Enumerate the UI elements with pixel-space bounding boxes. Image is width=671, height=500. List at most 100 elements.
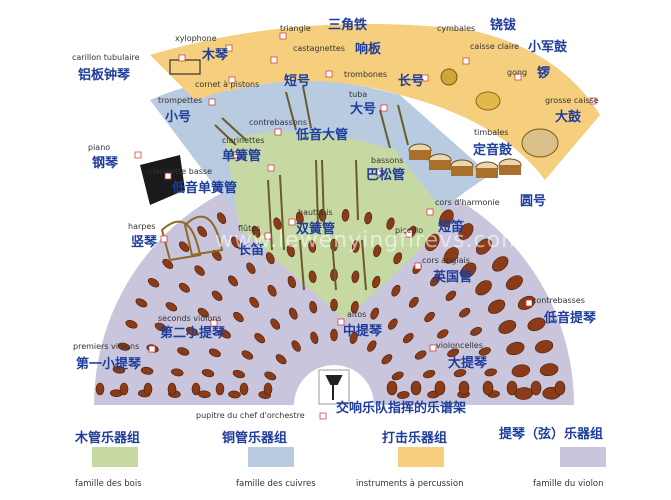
- legend-woodwinds-zh: 木管乐器组: [75, 431, 141, 446]
- harp-icon: [160, 220, 202, 262]
- label-piccolo-fr: piccolo: [395, 226, 424, 235]
- wind-instrument-icon: [302, 85, 312, 129]
- gong-icon: [475, 91, 501, 111]
- pointer-marker: [279, 32, 287, 40]
- pointer-marker: [414, 262, 422, 270]
- timpani-icon: [476, 168, 498, 178]
- label-contrebassons-fr: contrebassons: [249, 118, 307, 127]
- string-instrument-icon: [470, 326, 482, 336]
- string-instrument-icon: [511, 364, 531, 378]
- string-instrument-icon: [460, 262, 477, 279]
- conductor-stand: [325, 375, 343, 400]
- legend-woodwinds-swatch: [92, 447, 138, 467]
- string-instrument-icon: [211, 290, 223, 301]
- label-timbales-fr: timbales: [474, 128, 509, 137]
- timpani-icon: [429, 160, 451, 170]
- label-bassons-zh: 巴松管: [366, 168, 406, 183]
- string-instrument-icon: [219, 329, 231, 339]
- string-instrument-icon: [273, 217, 282, 230]
- string-instrument-icon: [186, 326, 198, 336]
- string-instrument-icon: [228, 390, 241, 399]
- string-instrument-icon: [476, 238, 492, 255]
- label-pupitre-fr: pupitre du chef d'orchestre: [196, 411, 305, 420]
- label-piano-zh: 钢琴: [92, 156, 119, 171]
- pointer-marker: [270, 56, 278, 64]
- string-instrument-icon: [246, 262, 256, 275]
- string-instrument-icon: [191, 382, 201, 396]
- string-instrument-icon: [458, 223, 474, 240]
- label-seconds-violons-fr: seconds violons: [158, 314, 222, 323]
- string-instrument-icon: [239, 382, 249, 396]
- piano-icon: [140, 155, 185, 205]
- legend-brass-zh: 铜管乐器组: [222, 431, 288, 446]
- wind-instrument-icon: [331, 239, 337, 291]
- label-cymbales-zh: 铙钹: [490, 18, 517, 33]
- string-instrument-icon: [287, 275, 296, 289]
- string-instrument-icon: [270, 318, 281, 330]
- string-instrument-icon: [458, 380, 470, 396]
- pointer-marker: [525, 299, 533, 307]
- woodwinds-section: [225, 132, 450, 320]
- label-trompettes-fr: trompettes: [158, 96, 203, 105]
- pointer-lines: [134, 32, 597, 420]
- timpani-icon: [409, 150, 431, 160]
- label-altos-fr: altos: [347, 310, 367, 319]
- string-instrument-icon: [410, 380, 422, 396]
- label-timbales-zh: 定音鼓: [473, 143, 513, 158]
- wind-instrument-icon: [315, 159, 319, 226]
- pointer-marker: [429, 344, 437, 352]
- label-cors-anglais-fr: cors anglais: [422, 256, 470, 265]
- string-instrument-icon: [372, 275, 381, 289]
- pointer-marker: [164, 172, 172, 180]
- string-instrument-icon: [167, 382, 177, 396]
- string-instrument-icon: [351, 240, 360, 253]
- string-instrument-icon: [295, 211, 304, 225]
- harp-icon: [183, 215, 224, 257]
- string-instrument-icon: [162, 258, 174, 269]
- label-carillon-fr: carillon tubulaire: [72, 53, 140, 62]
- string-instrument-icon: [228, 275, 238, 287]
- bass-drum-icon: [521, 128, 559, 158]
- pointer-marker: [148, 345, 156, 353]
- string-instrument-icon: [430, 275, 440, 287]
- string-instrument-icon: [275, 354, 287, 365]
- legend-strings-zh: 提琴（弦）乐器组: [499, 427, 604, 442]
- label-castagnettes-zh: 响板: [355, 42, 382, 57]
- label-caisse-claire-zh: 小军鼓: [528, 40, 568, 55]
- string-instrument-icon: [241, 350, 254, 360]
- label-clarinettes-fr: clarinettes: [222, 136, 265, 145]
- string-instrument-icon: [350, 300, 359, 314]
- legend-brass-fr: famille des cuivres: [236, 479, 316, 489]
- label-piano-fr: piano: [88, 143, 111, 152]
- instrument-glyphs: [95, 59, 566, 400]
- legend-strings-fr: famille du violon: [533, 479, 604, 489]
- timpani-icon: [451, 166, 473, 176]
- pointer-marker: [288, 218, 296, 226]
- legend-percussion-fr: instruments à percussion: [356, 479, 464, 489]
- label-xylophone-fr: xylophone: [175, 34, 217, 43]
- pointer-marker: [421, 74, 429, 82]
- string-instrument-icon: [351, 270, 360, 284]
- pointer-marker: [325, 70, 333, 78]
- pointer-marker: [462, 57, 470, 65]
- legend-strings-swatch: [560, 447, 606, 467]
- string-instrument-icon: [453, 369, 467, 378]
- wind-instrument-icon: [355, 159, 359, 221]
- string-instrument-icon: [482, 380, 494, 396]
- string-instrument-icon: [201, 369, 215, 378]
- string-instrument-icon: [265, 252, 275, 265]
- label-gong-fr: gong: [507, 68, 528, 77]
- label-tuba-fr: tuba: [349, 90, 368, 99]
- label-flutes-zh: 长笛: [238, 243, 265, 258]
- pointer-marker: [233, 151, 241, 159]
- string-instrument-icon: [232, 369, 246, 379]
- string-instrument-icon: [367, 340, 377, 352]
- string-instrument-icon: [505, 275, 523, 291]
- string-instrument-icon: [393, 252, 403, 265]
- pointer-marker: [274, 128, 282, 136]
- label-premiers-violons-fr: premiers violons: [73, 342, 140, 351]
- wind-instrument-icon: [321, 159, 325, 226]
- pointer-marker: [225, 44, 233, 52]
- string-instrument-icon: [291, 340, 301, 352]
